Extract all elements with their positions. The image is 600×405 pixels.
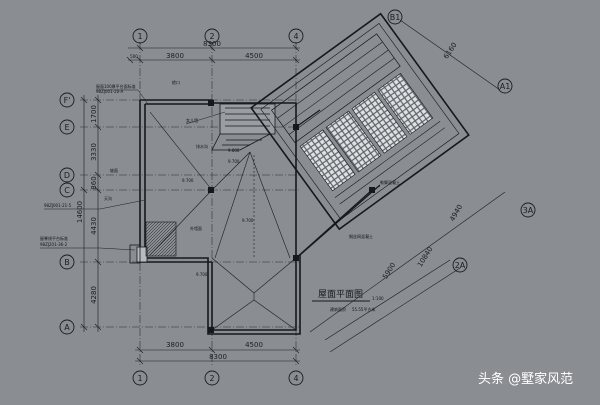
rot-axis-b1: B1 xyxy=(387,9,403,25)
top-axis-4: 4 xyxy=(288,28,304,44)
top-axis-1: 1 xyxy=(132,28,148,44)
annotation: 女儿墙 xyxy=(186,117,198,123)
annotation: 坡面 xyxy=(110,167,118,173)
watermark: 头条 @墅家风范 xyxy=(478,371,573,387)
bottom-axis-1: 1 xyxy=(132,370,148,386)
left-dimension-lines xyxy=(80,95,102,332)
annotation: 98ZJ201-36-2 xyxy=(40,242,68,247)
dim-top-small: 500 xyxy=(130,54,138,59)
bottom-dimension-lines xyxy=(135,346,300,365)
rot-axis-a1: A1 xyxy=(497,78,513,94)
bottom-axis-label: 2 xyxy=(209,374,214,383)
rot-axis-3a: 3A xyxy=(520,202,536,218)
top-axis-label: 1 xyxy=(137,32,142,41)
plan-scale: 1:100 xyxy=(372,296,384,301)
dim-left-3: 860 xyxy=(90,176,98,189)
rot-axis-label: B1 xyxy=(390,13,401,22)
annotation: 屋面100厚平台面标准 xyxy=(96,83,136,89)
rot-axis-label: 2A xyxy=(455,261,466,270)
dim-top-right: 4500 xyxy=(245,52,263,60)
bottom-axis-2: 2 xyxy=(204,370,220,386)
elevation-2: 9.700 xyxy=(228,159,240,164)
title-block: 屋面平面图 1:100 建筑面积 55.55平方米 xyxy=(312,289,384,312)
top-dimension-lines xyxy=(126,44,300,64)
left-axis-label: F' xyxy=(64,96,71,105)
dim-bottom-right: 4500 xyxy=(245,341,263,349)
left-axis-label: D xyxy=(64,171,70,180)
left-axis-c: C xyxy=(59,182,75,198)
left-axis-label: C xyxy=(64,186,70,195)
plan-title: 屋面平面图 xyxy=(318,289,363,300)
left-axis-f: F' xyxy=(59,92,75,108)
dim-left-4: 14600 xyxy=(76,201,84,223)
rot-axis-2a: 2A xyxy=(452,257,468,273)
annotation: 天沟 xyxy=(104,195,112,201)
dim-left-6: 4280 xyxy=(90,286,98,304)
elevation-1: 9.800 xyxy=(228,148,240,153)
plan-area-label: 建筑面积 xyxy=(330,306,346,312)
annotation: 屋脊线平台标准 xyxy=(40,235,68,241)
left-axis-label: B xyxy=(64,258,70,267)
annotation: 外墙面 xyxy=(190,225,202,231)
annotation: 钢丝网混凝土 xyxy=(349,233,373,239)
dim-left-5: 4430 xyxy=(90,217,98,235)
elevation-5: 9.700 xyxy=(196,272,208,277)
dim-left-2: 3330 xyxy=(90,143,98,161)
hatched-area xyxy=(145,221,177,257)
dim-bottom-total: 8300 xyxy=(209,353,227,361)
bottom-axis-label: 1 xyxy=(137,374,142,383)
annotation: 檐口 xyxy=(172,79,180,85)
rot-axis-label: 3A xyxy=(523,206,534,215)
annotation: 98ZJ001-21-5 xyxy=(44,203,72,208)
top-axis-2: 2 xyxy=(204,28,220,44)
elevation-4: 9.700 xyxy=(242,218,254,223)
dim-left-1: 1700 xyxy=(90,105,98,123)
top-axis-label: 2 xyxy=(209,32,214,41)
rotated-dimension-lines xyxy=(309,19,506,353)
left-axis-label: E xyxy=(64,123,69,132)
plan-area-value: 55.55平方米 xyxy=(352,306,375,312)
rot-axis-label: A1 xyxy=(500,82,511,91)
dim-bottom-left: 3800 xyxy=(166,341,184,349)
dim-top-left: 3800 xyxy=(166,52,184,60)
annotation: 98ZJ001-20-A xyxy=(96,89,124,94)
bottom-axis-label: 4 xyxy=(293,374,298,383)
left-axis-e: E xyxy=(59,119,75,135)
leader-lines xyxy=(40,89,381,251)
roof-ridges xyxy=(149,111,297,331)
top-axis-label: 4 xyxy=(293,32,298,41)
annotation: 勒脚混凝土 xyxy=(380,179,400,185)
left-axis-a: A xyxy=(59,319,75,335)
annotation: 排水沟 xyxy=(196,143,208,149)
elevation-3: 9.700 xyxy=(182,178,194,183)
left-axis-label: A xyxy=(64,323,70,332)
dim-top-total: 8300 xyxy=(203,40,221,48)
bottom-axis-4: 4 xyxy=(288,370,304,386)
wing-connector xyxy=(295,109,381,259)
left-axis-b: B xyxy=(59,254,75,270)
rotated-wing xyxy=(250,12,470,231)
left-axis-d: D xyxy=(59,167,75,183)
